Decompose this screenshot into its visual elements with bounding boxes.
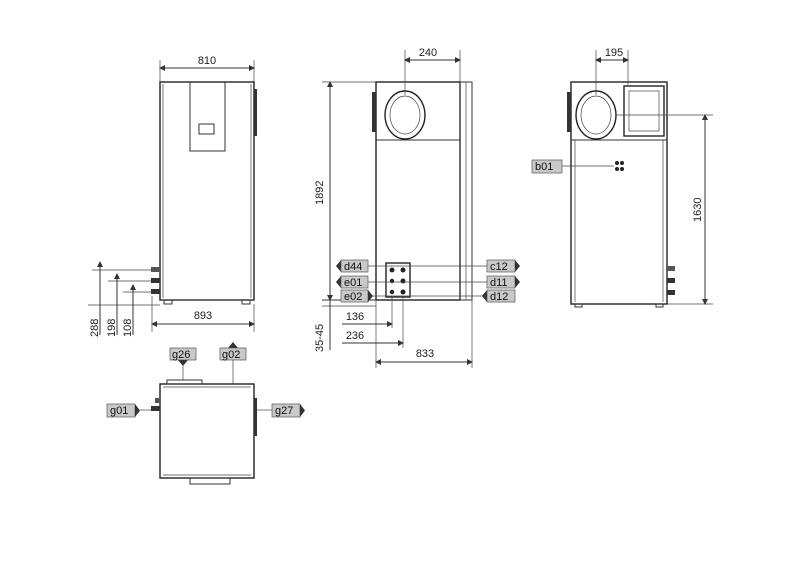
display-icon (198, 123, 215, 135)
svg-text:g26: g26 (172, 349, 190, 361)
dim-236: 236 (346, 330, 364, 342)
tag-c12: c12 (486, 259, 520, 273)
tag-b01: b01 (531, 159, 563, 174)
flue-outlet (575, 90, 617, 140)
tag-g02: g02 (219, 342, 247, 361)
side-strip (254, 89, 257, 136)
connection-block (385, 262, 411, 298)
dim-width: 810 (198, 55, 216, 67)
svg-text:e01: e01 (344, 277, 362, 289)
dim-198: 198 (106, 319, 118, 337)
svg-text:b01: b01 (535, 161, 553, 173)
tag-g01: g01 (106, 403, 140, 418)
rear-view: b01 195 1630 (531, 47, 713, 308)
dim-288: 288 (89, 319, 101, 337)
dim-1630: 1630 (692, 198, 704, 222)
tag-d12: d12 (482, 289, 516, 303)
tag-g26: g26 (169, 347, 197, 366)
front-view: 810 893 288 198 108 (88, 55, 257, 337)
dim-1892: 1892 (314, 181, 326, 205)
dim-195: 195 (605, 47, 623, 59)
b01-connector-icon (615, 161, 624, 171)
svg-text:c12: c12 (490, 261, 508, 273)
flue-outlet (384, 90, 426, 140)
unit-body (159, 383, 255, 479)
svg-text:d12: d12 (490, 291, 508, 303)
dim-108: 108 (122, 319, 134, 337)
tag-e01: e01 (336, 275, 369, 289)
svg-text:d44: d44 (344, 261, 362, 273)
svg-text:e02: e02 (344, 291, 362, 303)
dim-136: 136 (346, 311, 364, 323)
svg-text:g01: g01 (110, 405, 128, 417)
tag-d44: d44 (336, 259, 369, 273)
tag-g27: g27 (271, 403, 305, 418)
side-view: 240 1892 35-45 136 236 833 d44 e01 e02 c… (314, 47, 520, 368)
svg-text:g27: g27 (275, 405, 293, 417)
air-inlet (623, 85, 665, 137)
svg-text:g02: g02 (222, 349, 240, 361)
svg-text:d11: d11 (490, 277, 508, 289)
top-view: g26 g02 g01 g27 (106, 342, 305, 485)
dim-depth: 893 (194, 310, 212, 322)
unit-body (159, 81, 255, 301)
front-panel (189, 82, 226, 152)
dim-35-45: 35-45 (314, 324, 326, 352)
tag-e02: e02 (340, 289, 373, 303)
tag-d11: d11 (486, 275, 520, 289)
dim-833: 833 (416, 348, 434, 360)
dim-240: 240 (419, 47, 437, 59)
